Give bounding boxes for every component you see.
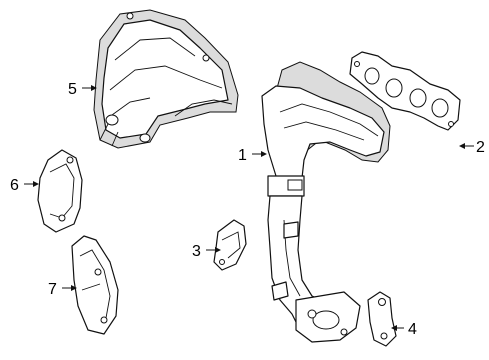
callout-6: 6 — [10, 177, 19, 194]
callout-1: 1 — [238, 147, 247, 164]
callout-2: 2 — [476, 139, 485, 156]
exhaust-manifold — [261, 61, 391, 343]
manifold-bracket — [213, 219, 247, 271]
manifold-gasket — [349, 51, 461, 131]
callout-7: 7 — [48, 281, 57, 298]
callout-5: 5 — [68, 81, 77, 98]
lower-heat-insulator — [71, 235, 119, 335]
small-heat-insulator — [37, 149, 83, 233]
callout-3: 3 — [192, 243, 201, 260]
support-bracket — [367, 291, 397, 347]
upper-heat-shield — [93, 9, 239, 149]
callout-4: 4 — [408, 321, 417, 338]
